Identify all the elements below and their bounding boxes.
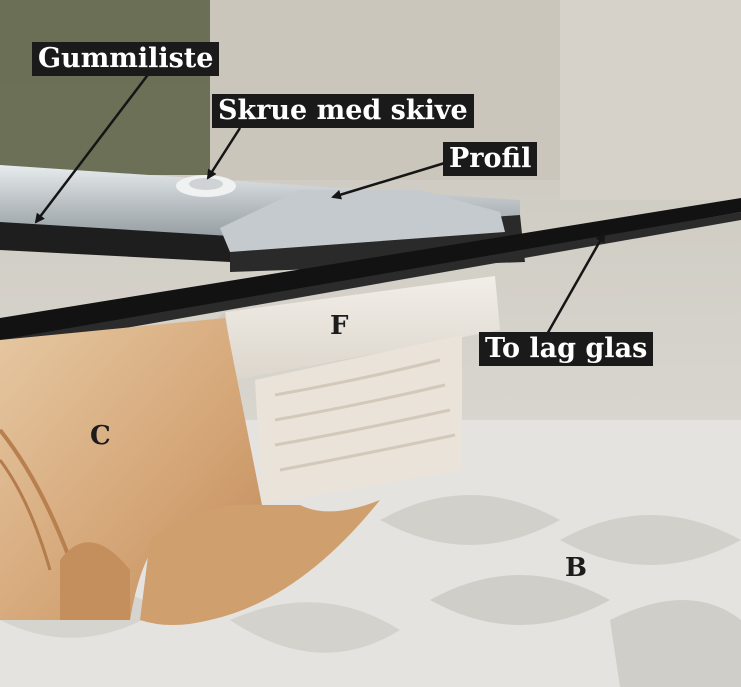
arrow-skrue xyxy=(206,127,242,180)
letter-f: F xyxy=(330,311,349,341)
arrow-profil xyxy=(331,160,449,200)
arrow-glas xyxy=(544,232,606,337)
label-gummiliste: Gummiliste xyxy=(32,42,220,76)
arrow-gummiliste xyxy=(34,71,151,224)
label-to-lag-glas: To lag glas xyxy=(479,332,654,366)
label-profil: Profil xyxy=(443,142,538,176)
label-skrue-med-skive: Skrue med skive xyxy=(212,94,474,128)
letter-b: B xyxy=(565,553,587,583)
letter-c: C xyxy=(90,421,111,451)
